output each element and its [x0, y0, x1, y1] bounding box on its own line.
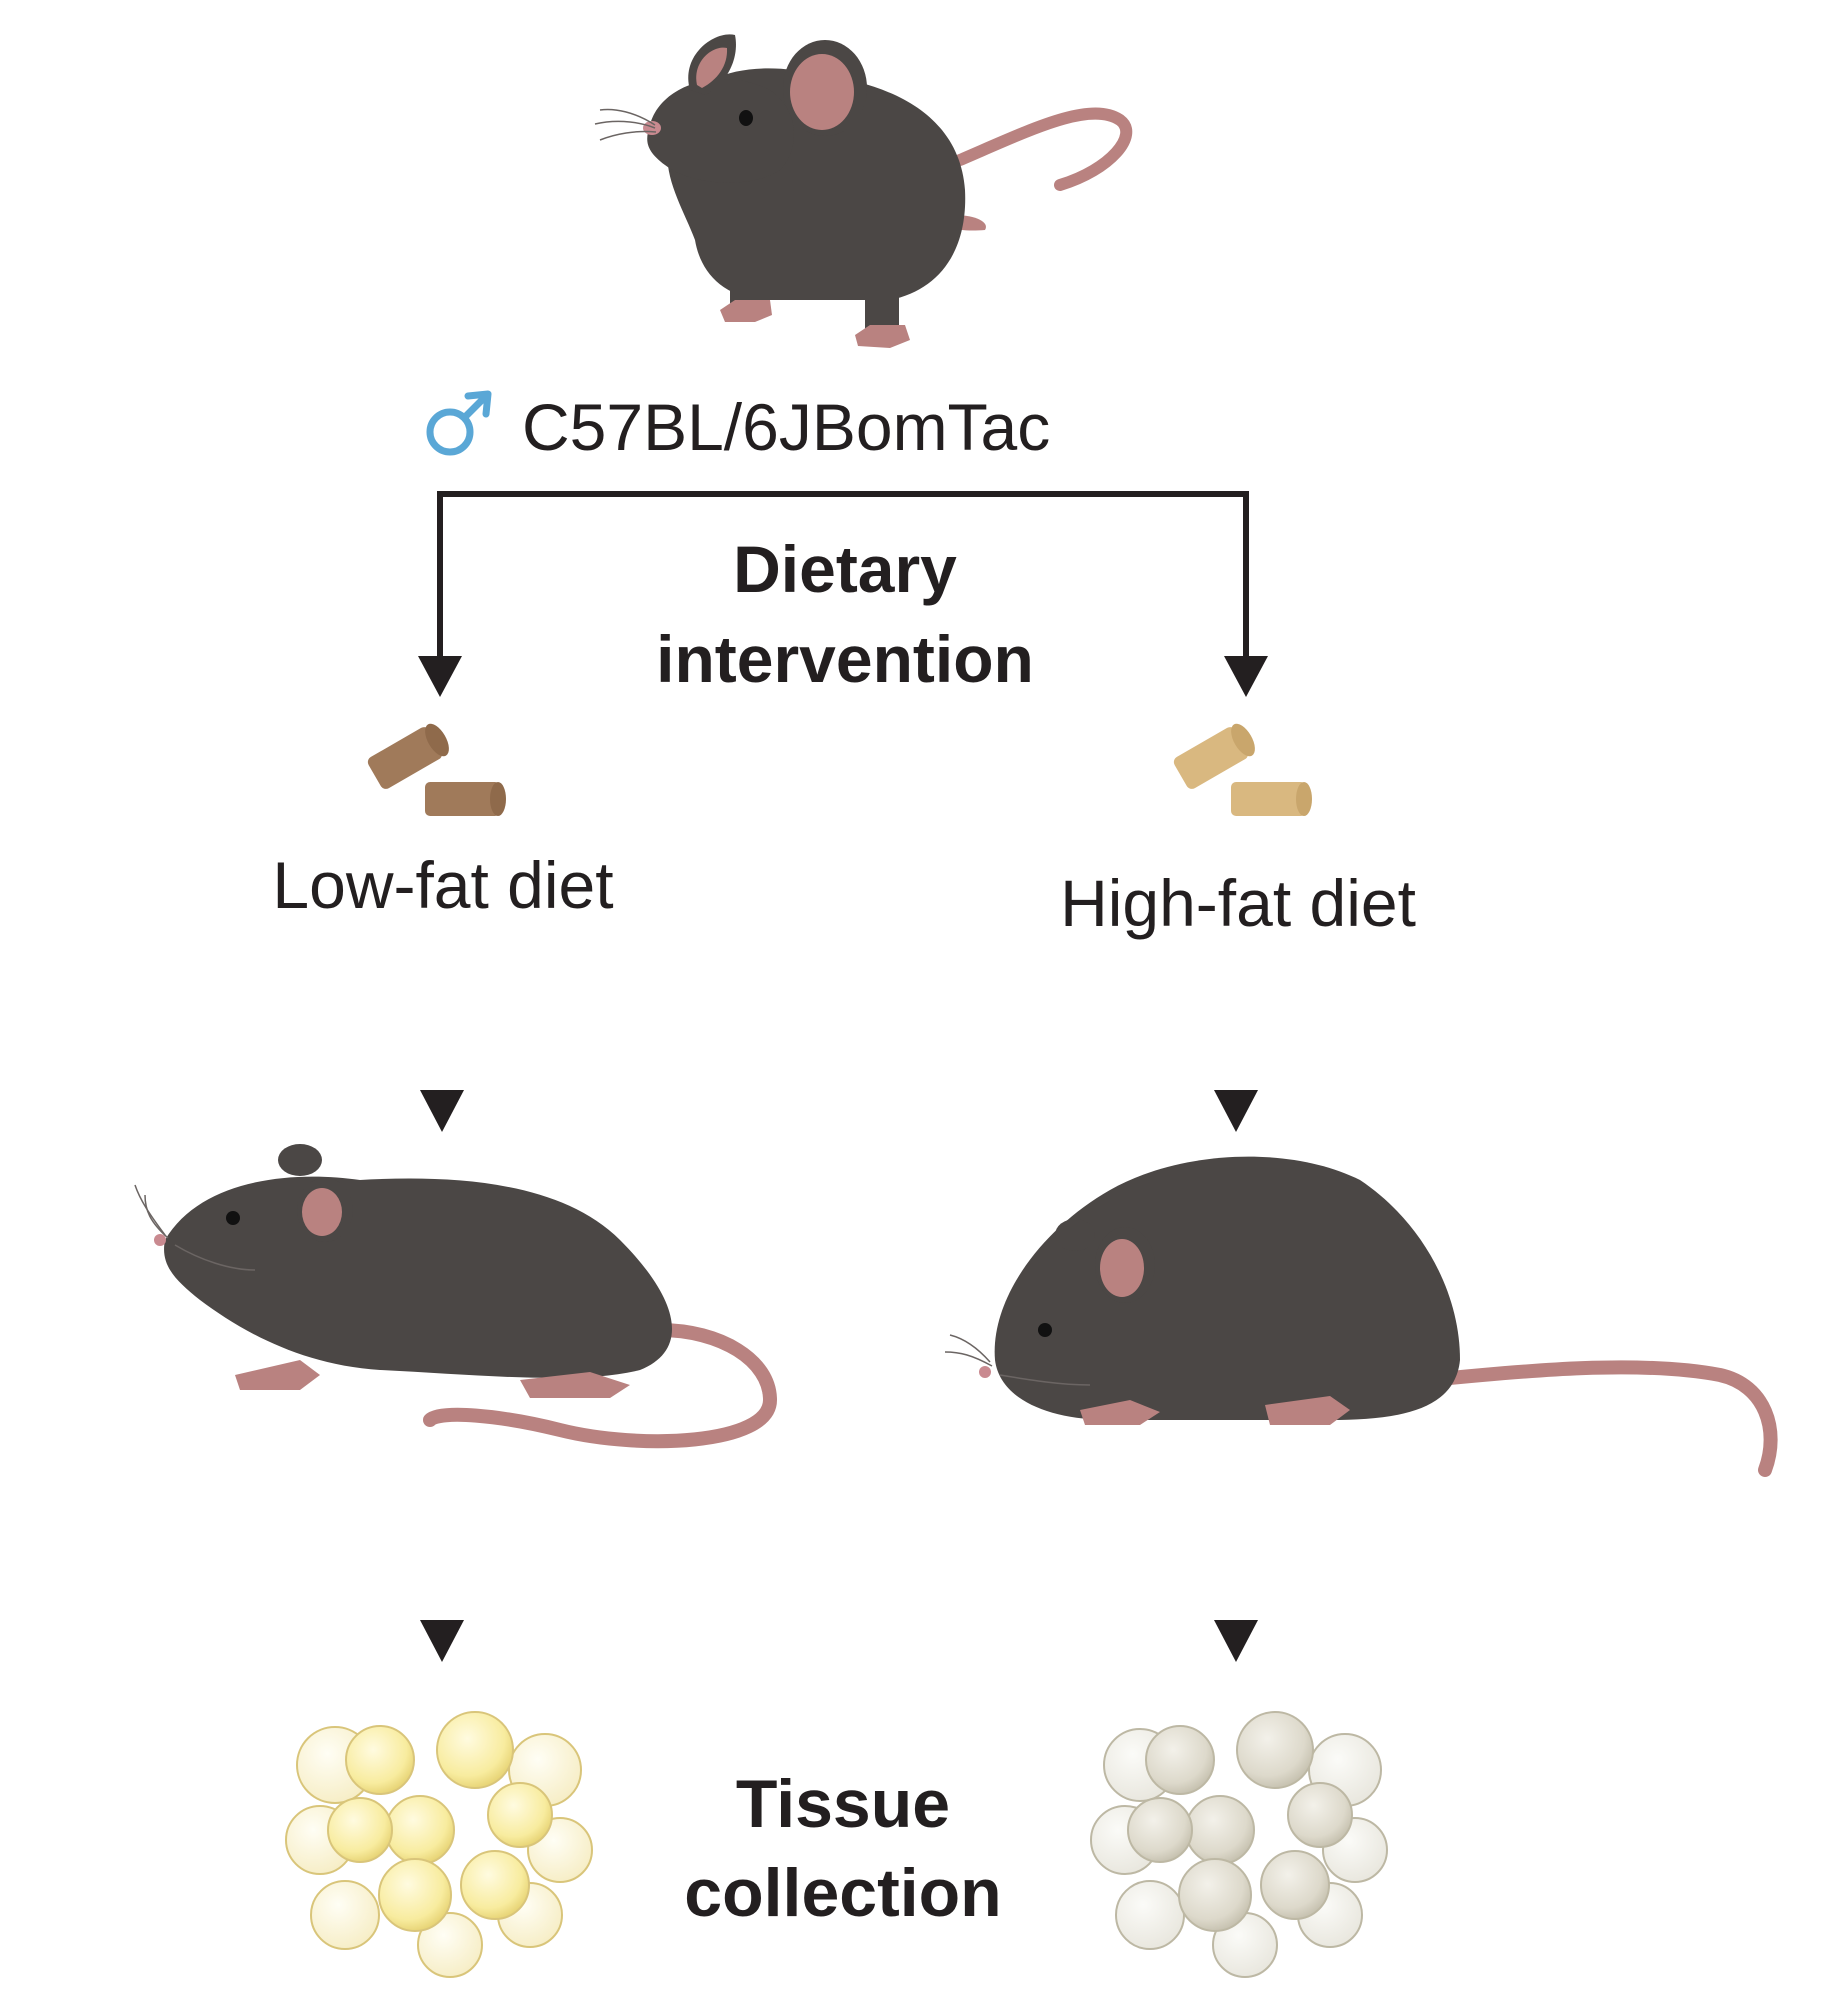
arrow-low-fat-to-tissue: [420, 1460, 464, 1662]
high-fat-pellet-icon: [1173, 723, 1312, 816]
low-fat-diet-label: Low-fat diet: [272, 848, 613, 922]
low-fat-pellet-icon: [367, 723, 506, 816]
strain-label: C57BL/6JBomTac: [522, 390, 1050, 464]
collection-title-line2: collection: [684, 1855, 1001, 1931]
arrowhead-low-fat: [418, 656, 462, 697]
branch-connector: [437, 491, 1249, 675]
intervention-title-line1: Dietary: [733, 532, 957, 606]
low-fat-adipocyte-cluster: [285, 1711, 593, 1978]
top-mouse-illustration: [594, 34, 1133, 348]
high-fat-diet-label: High-fat diet: [1060, 866, 1416, 940]
arrow-high-fat-to-tissue: [1214, 1460, 1258, 1662]
arrow-high-fat-to-mouse: [1214, 960, 1258, 1132]
high-fat-mouse-illustration: [944, 1156, 1778, 1477]
arrowhead-high-fat: [1224, 656, 1268, 697]
intervention-title-line2: intervention: [656, 622, 1034, 696]
arrow-low-fat-to-mouse: [420, 952, 464, 1132]
low-fat-mouse-illustration: [134, 1144, 778, 1449]
collection-title-line1: Tissue: [736, 1766, 950, 1842]
male-symbol-icon: [426, 390, 492, 456]
high-fat-adipocyte-cluster: [1090, 1711, 1388, 1978]
